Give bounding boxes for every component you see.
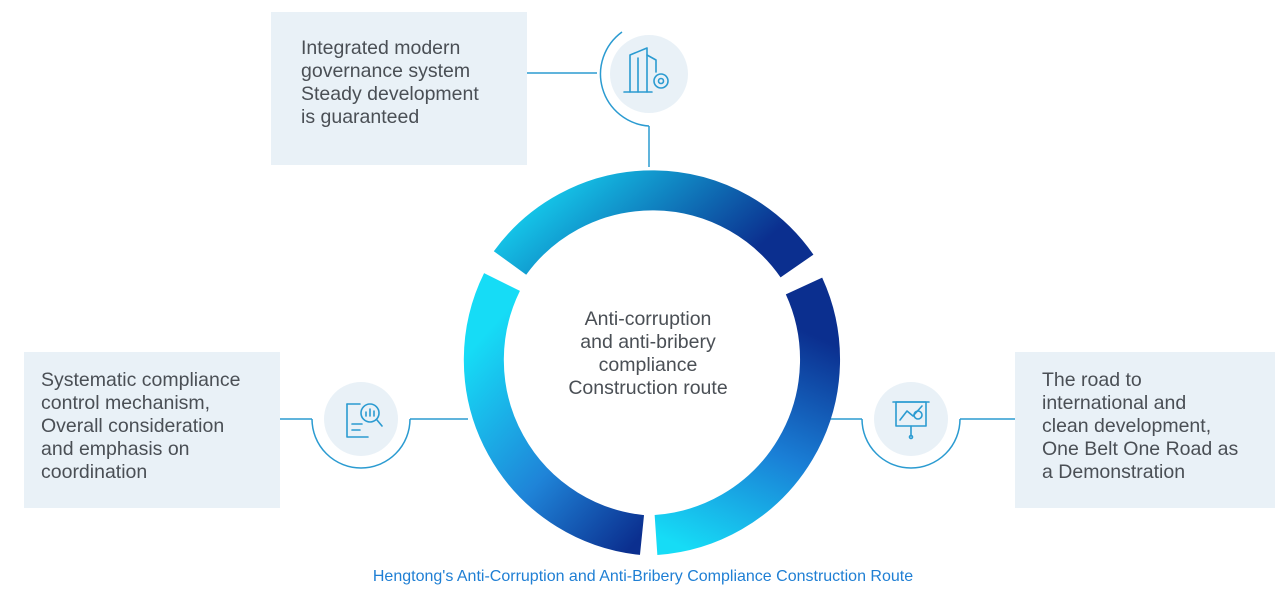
left-icon-disc [324,382,398,456]
node-left-text: Systematic compliance control mechanism,… [41,369,240,484]
node-right-line: The road to [1042,369,1142,391]
left-icon-outline [311,418,411,469]
right-icon-disc [874,382,948,456]
node-top-line: Steady development [301,83,479,105]
center-label-line: and anti-bribery [580,331,716,353]
node-left-line: and emphasis on [41,438,190,460]
diagram-caption: Hengtong's Anti-Corruption and Anti-Brib… [372,568,914,585]
node-left-line: Overall consideration [41,415,225,437]
top-icon-disc [610,35,688,113]
node-left-line: coordination [41,461,148,483]
node-top-box: Integrated modern governance system Stea… [271,12,527,165]
ring-segment-left [463,273,645,555]
node-right-line: clean development, [1042,415,1212,437]
node-top-line: Integrated modern [301,37,461,59]
node-left-box: Systematic compliance control mechanism,… [24,352,280,508]
node-right-text: The road to international and clean deve… [1042,369,1238,484]
node-top-line: is guaranteed [301,106,420,128]
node-left-line: Systematic compliance [41,369,241,391]
top-icon-outline [599,31,650,127]
center-label: Anti-corruption and anti-bribery complia… [548,308,748,400]
node-top-text: Integrated modern governance system Stea… [301,37,479,129]
node-right-line: a Demonstration [1042,461,1186,483]
center-label-line: Anti-corruption [584,308,712,330]
node-right-box: The road to international and clean deve… [1015,352,1275,508]
center-label-line: compliance [598,354,698,376]
right-icon-outline [861,418,961,469]
ring-segment-top [493,170,814,278]
node-right-line: One Belt One Road as [1042,438,1239,460]
node-right-line: international and [1042,392,1187,414]
presentation-chart-icon [892,401,930,440]
ring-segment-right [654,277,841,555]
center-label-line: Construction route [568,377,728,399]
building-gear-icon [623,47,669,93]
document-analysis-icon [346,403,383,438]
node-top-line: governance system [301,60,471,82]
node-left-line: control mechanism, [41,392,211,414]
